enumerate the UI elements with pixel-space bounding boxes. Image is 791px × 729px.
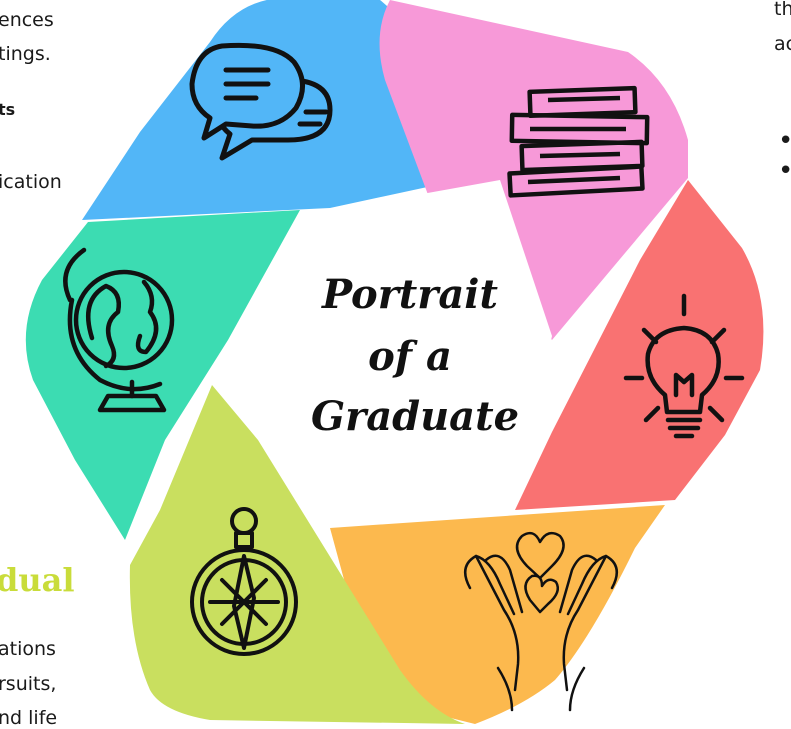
left-text-fragment: ences [0,9,54,31]
bottom-left-text-fragment: ations [0,638,56,660]
title-line-2: of a [368,333,452,380]
compass-icon [190,507,298,656]
speech-bubbles-icon [189,42,333,161]
right-bullet: • [778,128,791,154]
hands-heart-icon [463,531,619,712]
segment-innovation [515,180,764,510]
left-text-fragment: ts [0,100,16,119]
right-bullet: • [778,158,791,184]
segment-compassion [330,505,665,724]
bottom-left-text-fragment: nd life [0,707,58,729]
title-line-3: Graduate [311,393,519,440]
segment-direction [129,385,466,724]
left-text-fragment: ication [0,171,62,193]
bottom-left-text-fragment: rsuits, [0,673,57,695]
title-line-1: Portrait [321,271,498,318]
right-text-fragment: th [774,0,791,20]
lightbulb-icon [623,293,745,439]
right-text-fragment: ac [774,33,791,55]
books-icon [507,85,650,198]
globe-icon [63,247,175,413]
center-hexagon [210,180,552,522]
section-heading-fragment: dual [0,561,75,599]
left-text-fragment: tings. [0,43,51,65]
